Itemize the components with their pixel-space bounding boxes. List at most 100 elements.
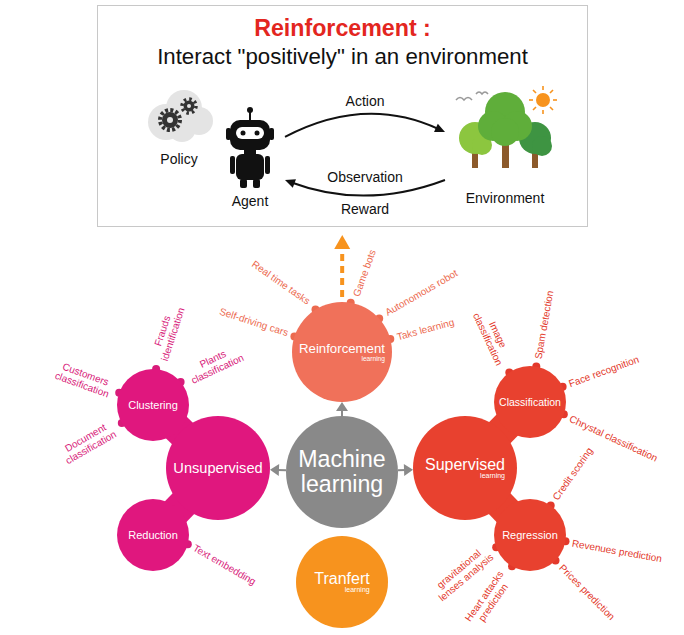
robot-eye bbox=[255, 131, 260, 136]
robot-eye bbox=[241, 131, 246, 136]
circle-text-group: Reduction bbox=[128, 529, 178, 542]
label-holder: Plants classification bbox=[182, 341, 247, 387]
sun-ray bbox=[533, 90, 536, 93]
arrow-head bbox=[270, 464, 279, 476]
circle-label: Unsupervised bbox=[173, 460, 262, 477]
leaf-label: Prices prediction bbox=[557, 562, 617, 622]
leaf-label: Credit scoring bbox=[550, 445, 594, 502]
tree-foliage bbox=[532, 136, 552, 156]
circle-text-group: Clustering bbox=[128, 399, 178, 412]
leaf-dots bbox=[115, 299, 569, 570]
circle-label: Classification bbox=[499, 396, 561, 408]
robot-antenna-ball bbox=[247, 107, 253, 113]
trees-environment bbox=[456, 86, 557, 168]
leaf-label: Real time tasks bbox=[250, 258, 312, 306]
icon-label: Environment bbox=[466, 189, 545, 207]
circle-sublabel: learning bbox=[299, 355, 385, 363]
circle-fill bbox=[494, 499, 566, 571]
leaf-label: Autonomous robot bbox=[383, 267, 459, 317]
robot-leg bbox=[240, 179, 247, 188]
arrow-head bbox=[404, 464, 413, 476]
icon-node: Environment bbox=[445, 80, 565, 207]
leaf-label: Face recognition bbox=[567, 354, 640, 390]
connector bbox=[285, 114, 445, 137]
circle-fill bbox=[494, 366, 566, 438]
topic-circle: Reduction bbox=[117, 499, 189, 571]
circle-fill bbox=[296, 536, 388, 628]
leaf-label: Image classification bbox=[470, 304, 516, 369]
circle-sublabel: learning bbox=[425, 472, 505, 480]
robot-agent bbox=[226, 107, 274, 188]
edge-label: Action bbox=[344, 93, 387, 109]
circle-text-group: Machine learning bbox=[290, 447, 394, 498]
edge-label: Observation bbox=[325, 169, 404, 185]
circle-fill bbox=[292, 302, 392, 402]
circle-label: Machine learning bbox=[290, 447, 394, 498]
icon-node: Agent bbox=[215, 108, 285, 210]
circle-fill bbox=[117, 499, 189, 571]
connector bbox=[334, 235, 350, 297]
bird bbox=[456, 98, 472, 101]
circle-label: Regression bbox=[502, 529, 558, 542]
icon-node: Policy bbox=[140, 88, 218, 168]
label-holder: Reward bbox=[341, 201, 389, 217]
label-holder: Taks learning bbox=[396, 316, 456, 342]
robot-arm bbox=[230, 156, 235, 174]
label-holder: Autonomous robot bbox=[383, 267, 459, 317]
arrow-head bbox=[285, 179, 296, 187]
circle-text-group: Reinforcementlearning bbox=[299, 341, 385, 362]
topic-circle: Machine learning bbox=[286, 416, 398, 528]
label-holder: Game bots bbox=[351, 248, 378, 298]
arrow-head bbox=[334, 235, 350, 249]
connector-line bbox=[285, 114, 439, 137]
sun-ray bbox=[550, 90, 553, 93]
tree-foliage bbox=[491, 118, 519, 146]
circle-text-group: Tranfertlearning bbox=[314, 570, 369, 594]
circle-label: Reduction bbox=[128, 529, 178, 542]
label-holder: Face recognition bbox=[567, 354, 640, 390]
leaf-label: Spam detection bbox=[532, 290, 555, 360]
arrow-head bbox=[336, 402, 348, 411]
label-holder: Self-driving cars bbox=[218, 306, 290, 339]
sun-ray bbox=[542, 86, 544, 90]
topic-circle: Clustering bbox=[117, 369, 189, 441]
leaf-label: Document classification bbox=[56, 417, 121, 467]
circle-text-group: Supervisedlearning bbox=[425, 456, 505, 480]
circle-text-group: Regression bbox=[502, 529, 558, 542]
sun bbox=[536, 93, 550, 107]
label-holder: Frauds identification bbox=[148, 300, 188, 366]
policy-cloud bbox=[148, 90, 213, 142]
topic-circle: Reinforcementlearning bbox=[292, 302, 392, 402]
icon-label: Policy bbox=[160, 150, 197, 168]
label-holder: Real time tasks bbox=[250, 258, 312, 306]
connector bbox=[270, 464, 286, 476]
robot-arm bbox=[265, 156, 270, 174]
sun-rays bbox=[529, 86, 557, 114]
circle-label: Clustering bbox=[128, 399, 178, 412]
gear-teeth bbox=[160, 110, 180, 130]
panel-title: Reinforcement : bbox=[97, 13, 588, 43]
label-holder: Prices prediction bbox=[557, 562, 617, 622]
label-holder: Revenues prediction bbox=[571, 538, 663, 565]
edge-label-holder: Action bbox=[344, 93, 387, 109]
sun-ray bbox=[542, 110, 544, 114]
circle-fill bbox=[117, 369, 189, 441]
title-panel: Reinforcement :Interact "positively" in … bbox=[97, 5, 588, 227]
connector bbox=[398, 464, 413, 476]
side-label: Reward bbox=[341, 201, 389, 217]
robot-visor bbox=[236, 127, 264, 139]
circle-label: Reinforcement bbox=[299, 341, 385, 356]
gear-body bbox=[184, 101, 195, 112]
circle-text-group: Classification bbox=[499, 396, 561, 408]
sun-ray bbox=[553, 99, 557, 101]
leaf-label: Text embedding bbox=[191, 542, 258, 587]
circle-text-group: Unsupervised bbox=[173, 460, 262, 477]
topic-circle: Classification bbox=[494, 366, 566, 438]
leaf-label: Customers classification bbox=[51, 358, 117, 400]
panel-subtitle: Interact "positively" in an environment bbox=[97, 43, 588, 71]
robot-body bbox=[236, 154, 264, 180]
leaf-label: Frauds identification bbox=[148, 300, 188, 366]
topic-circle: Regression bbox=[494, 499, 566, 571]
gear-hole bbox=[187, 104, 191, 108]
